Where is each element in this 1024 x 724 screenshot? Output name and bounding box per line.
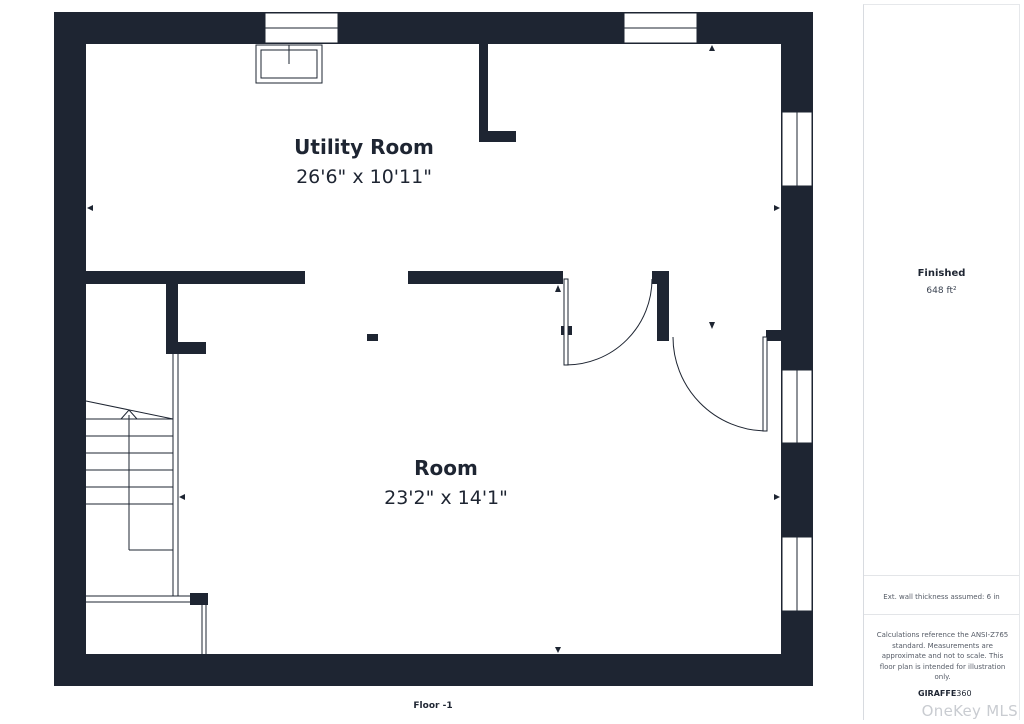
- door-leaf-left: [563, 278, 569, 366]
- marker-icon: [555, 647, 561, 653]
- interior-walls: [86, 44, 781, 605]
- wall-thickness-note: Ext. wall thickness assumed: 6 in: [883, 593, 1000, 601]
- utility-fixture: [255, 44, 323, 84]
- marker-icon: [179, 494, 185, 500]
- brand-prefix: GIRAFFE: [918, 689, 957, 698]
- brand-logo: GIRAFFE360: [918, 689, 972, 698]
- doors: [86, 278, 768, 654]
- dimension-markers: [87, 45, 780, 653]
- door-swing-right: [672, 336, 766, 432]
- watermark: OneKey MLS: [921, 702, 1018, 720]
- marker-icon: [87, 205, 93, 211]
- marker-icon: [774, 494, 780, 500]
- panel-divider: [864, 614, 1019, 615]
- door-leaf-right: [762, 336, 768, 432]
- marker-icon: [555, 285, 561, 292]
- finished-label: Finished: [917, 268, 966, 279]
- marker-icon: [774, 205, 780, 211]
- panel-divider: [864, 575, 1019, 576]
- room-name-utility: Utility Room: [294, 135, 434, 159]
- marker-icon: [709, 322, 715, 329]
- summary-panel: Finished 648 ft² Ext. wall thickness ass…: [863, 4, 1020, 720]
- stairs: [85, 400, 174, 551]
- door-swing-left: [565, 278, 653, 366]
- brand-suffix: 360: [956, 689, 972, 698]
- calculations-note: Calculations reference the ANSI-Z765 sta…: [876, 631, 1009, 681]
- room-dimensions-utility: 26'6" x 10'11": [296, 166, 432, 188]
- room-dimensions-room: 23'2" x 14'1": [384, 487, 508, 509]
- windows: [264, 12, 813, 612]
- finished-area: 648 ft²: [926, 286, 957, 296]
- floor-label: Floor -1: [413, 701, 453, 711]
- room-name-room: Room: [414, 456, 478, 480]
- marker-icon: [709, 45, 715, 51]
